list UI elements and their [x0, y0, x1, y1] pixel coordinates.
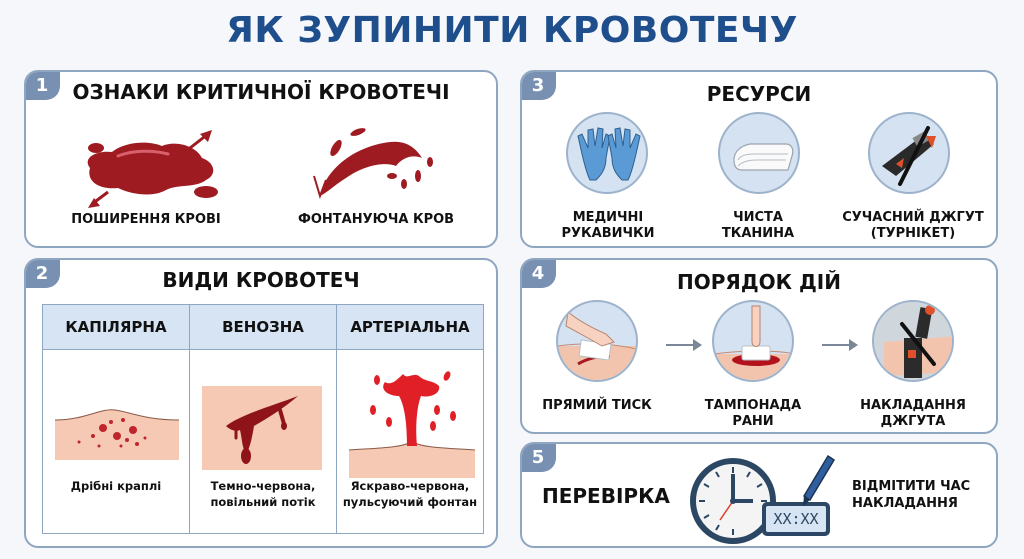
wound-packing-icon [712, 300, 794, 382]
label-line: ПРЯМИЙ ТИСК [542, 398, 652, 413]
section-number-badge: 2 [26, 260, 60, 288]
direct-pressure-icon [556, 300, 638, 382]
gloves-icon [566, 112, 648, 194]
column-header-capillary: КАПІЛЯРНА [43, 305, 190, 349]
sign-label: ФОНТАНУЮЧА КРОВ [297, 212, 455, 227]
step-label: НАКЛАДАННЯ ДЖГУТА [848, 398, 978, 430]
pen-icon [802, 454, 836, 506]
resource-label: МЕДИЧНІ РУКАВИЧКИ [540, 210, 676, 242]
arterial-bleeding-icon [349, 371, 475, 478]
sign-label: ПОШИРЕННЯ КРОВІ [71, 212, 221, 227]
column-header-venous: ВЕНОЗНА [190, 305, 337, 349]
section-check: 5 ПЕРЕВІРКА XX:XX ВІДМІТИТИ ЧАС НАКЛАДАН… [520, 442, 998, 548]
section-title: ВИДИ КРОВОТЕЧ [162, 268, 360, 292]
step-label: ТАМПОНАДА РАНИ [688, 398, 818, 430]
description-line: Темно-червона, [210, 479, 316, 493]
apply-tourniquet-icon [872, 300, 954, 382]
section-number-badge: 5 [522, 444, 556, 472]
label-line: (ТУРНІКЕТ) [870, 226, 956, 241]
table-cell-venous: Темно-червона, повільний потік [190, 350, 337, 533]
resource-label: СУЧАСНИЙ ДЖГУТ (ТУРНІКЕТ) [828, 210, 996, 242]
next-step-arrow-icon [822, 339, 858, 351]
note-line: НАКЛАДАННЯ [852, 496, 958, 511]
tourniquet-icon [868, 112, 950, 194]
description-line: пульсуючий фонтан [342, 495, 478, 509]
label-line: ТКАНИНА [721, 226, 795, 241]
page-title: ЯК ЗУПИНИТИ КРОВОТЕЧУ [226, 10, 798, 51]
cloth-icon [718, 112, 800, 194]
timer-display: XX:XX [766, 506, 826, 532]
section-steps: 4 ПОРЯДОК ДІЙ ПРЯМИЙ ТИСК ТАМПОНАДА РАНИ [520, 258, 998, 434]
label-line: ДЖГУТА [880, 414, 946, 429]
section-title: ПЕРЕВІРКА [542, 484, 670, 508]
description-line: Яскраво-червона, [350, 479, 470, 493]
section-number-badge: 1 [26, 72, 60, 100]
type-description: Дрібні краплі [43, 478, 189, 494]
label-line: ЧИСТА [733, 210, 783, 225]
blood-pool-icon [87, 130, 218, 208]
venous-bleeding-icon [202, 386, 322, 470]
section-resources: 3 РЕСУРСИ МЕДИЧНІ РУКАВИЧКИ ЧИСТА ТКАНИН… [520, 70, 998, 248]
bleeding-types-table: КАПІЛЯРНА ВЕНОЗНА АРТЕРІАЛЬНА Дрібні кра… [42, 304, 484, 534]
note-line: ВІДМІТИТИ ЧАС [852, 479, 971, 494]
label-line: ТАМПОНАДА [704, 398, 802, 413]
column-header-arterial: АРТЕРІАЛЬНА [350, 318, 470, 336]
table-cell-arterial: Яскраво-червона, пульсуючий фонтан [337, 350, 483, 533]
next-step-arrow-icon [666, 339, 702, 351]
label-line: РАНИ [732, 414, 774, 429]
label-line: СУЧАСНИЙ ДЖГУТ [842, 210, 984, 225]
label-line: РУКАВИЧКИ [561, 226, 655, 241]
type-description: Темно-червона, повільний потік [190, 478, 336, 510]
table-body-row: Дрібні краплі Темно-червона, повільний п… [43, 350, 483, 533]
section-title: РЕСУРСИ [706, 82, 812, 106]
description-line: повільний потік [210, 495, 316, 509]
section-number-badge: 3 [522, 72, 556, 100]
section-types: 2 ВИДИ КРОВОТЕЧ КАПІЛЯРНА ВЕНОЗНА АРТЕРІ… [24, 258, 498, 548]
section-signs: 1 ОЗНАКИ КРИТИЧНОЇ КРОВОТЕЧІ ПОШИРЕННЯ К… [24, 70, 498, 248]
section-number-badge: 4 [522, 260, 556, 288]
label-line: НАКЛАДАННЯ [860, 398, 966, 413]
step-label: ПРЯМИЙ ТИСК [532, 398, 662, 414]
section-title: ПОРЯДОК ДІЙ [677, 270, 841, 294]
description-line: Дрібні краплі [70, 479, 162, 493]
type-description: Яскраво-червона, пульсуючий фонтан [337, 478, 483, 510]
table-header-row: КАПІЛЯРНА ВЕНОЗНА АРТЕРІАЛЬНА [43, 305, 483, 350]
digital-timer: XX:XX [762, 502, 830, 536]
clock-icon [690, 458, 776, 544]
resource-label: ЧИСТА ТКАНИНА [690, 210, 826, 242]
blood-spurt-icon [313, 128, 433, 200]
label-line: МЕДИЧНІ [572, 210, 644, 225]
table-cell-capillary: Дрібні краплі [43, 350, 190, 533]
section-title: ОЗНАКИ КРИТИЧНОЇ КРОВОТЕЧІ [72, 80, 450, 104]
check-note: ВІДМІТИТИ ЧАС НАКЛАДАННЯ [852, 478, 970, 512]
capillary-bleeding-icon [55, 409, 179, 460]
